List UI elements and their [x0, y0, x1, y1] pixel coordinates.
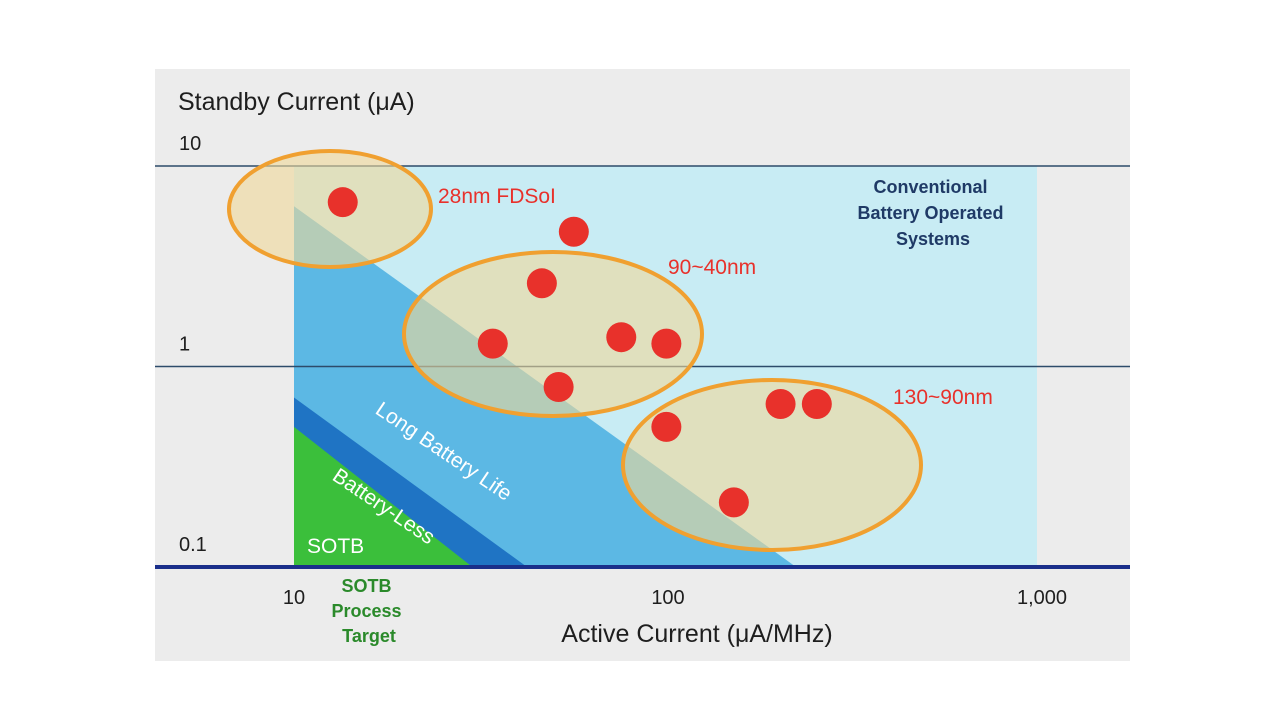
annotation-line-3: Target: [342, 626, 396, 646]
data-point-1-5: [543, 372, 574, 403]
x-tick-label-1: 100: [651, 587, 684, 609]
region-label-conventional-line-2: Battery Operated: [857, 203, 1003, 223]
y-tick-label-0: 10: [179, 133, 201, 155]
data-point-1-0: [558, 216, 589, 247]
y-tick-label-1: 1: [179, 334, 190, 356]
y-axis-title: Standby Current (μA): [178, 88, 415, 116]
group-label-90-40nm: 90~40nm: [668, 256, 756, 279]
x-tick-label-2: 1,000: [1017, 587, 1067, 609]
data-point-1-2: [477, 328, 508, 359]
region-label-conventional-line-3: Systems: [896, 229, 970, 249]
tick-labels: 10 100 1,000 10 1 0.1: [179, 133, 1067, 609]
region-label-conventional-line-1: Conventional: [873, 177, 987, 197]
x-axis-title: Active Current (μA/MHz): [561, 620, 832, 648]
data-point-1-1: [526, 268, 557, 299]
annotation-line-2: Process: [331, 601, 401, 621]
region-sotb: [294, 426, 473, 567]
y-tick-label-2: 0.1: [179, 534, 207, 556]
annotation-line-1: SOTB: [341, 576, 391, 596]
x-tick-label-0: 10: [283, 587, 305, 609]
data-point-1-4: [651, 328, 682, 359]
group-ellipse-2: [621, 378, 923, 552]
data-point-2-2: [801, 389, 832, 420]
region-label-conventional: Conventional Battery Operated Systems: [857, 177, 1008, 249]
group-label-130-90nm: 130~90nm: [893, 386, 993, 409]
group-ellipse-1: [402, 250, 704, 418]
data-point-2-3: [718, 487, 749, 518]
data-point-1-3: [606, 322, 637, 353]
data-points: [327, 187, 832, 518]
annotation-sotb-process-target: SOTB Process Target: [331, 576, 406, 646]
region-label-sotb: SOTB: [307, 535, 364, 558]
data-point-2-0: [651, 411, 682, 442]
data-point-0-0: [327, 187, 358, 218]
data-point-2-1: [765, 389, 796, 420]
group-label-28nm: 28nm FDSoI: [438, 185, 556, 208]
